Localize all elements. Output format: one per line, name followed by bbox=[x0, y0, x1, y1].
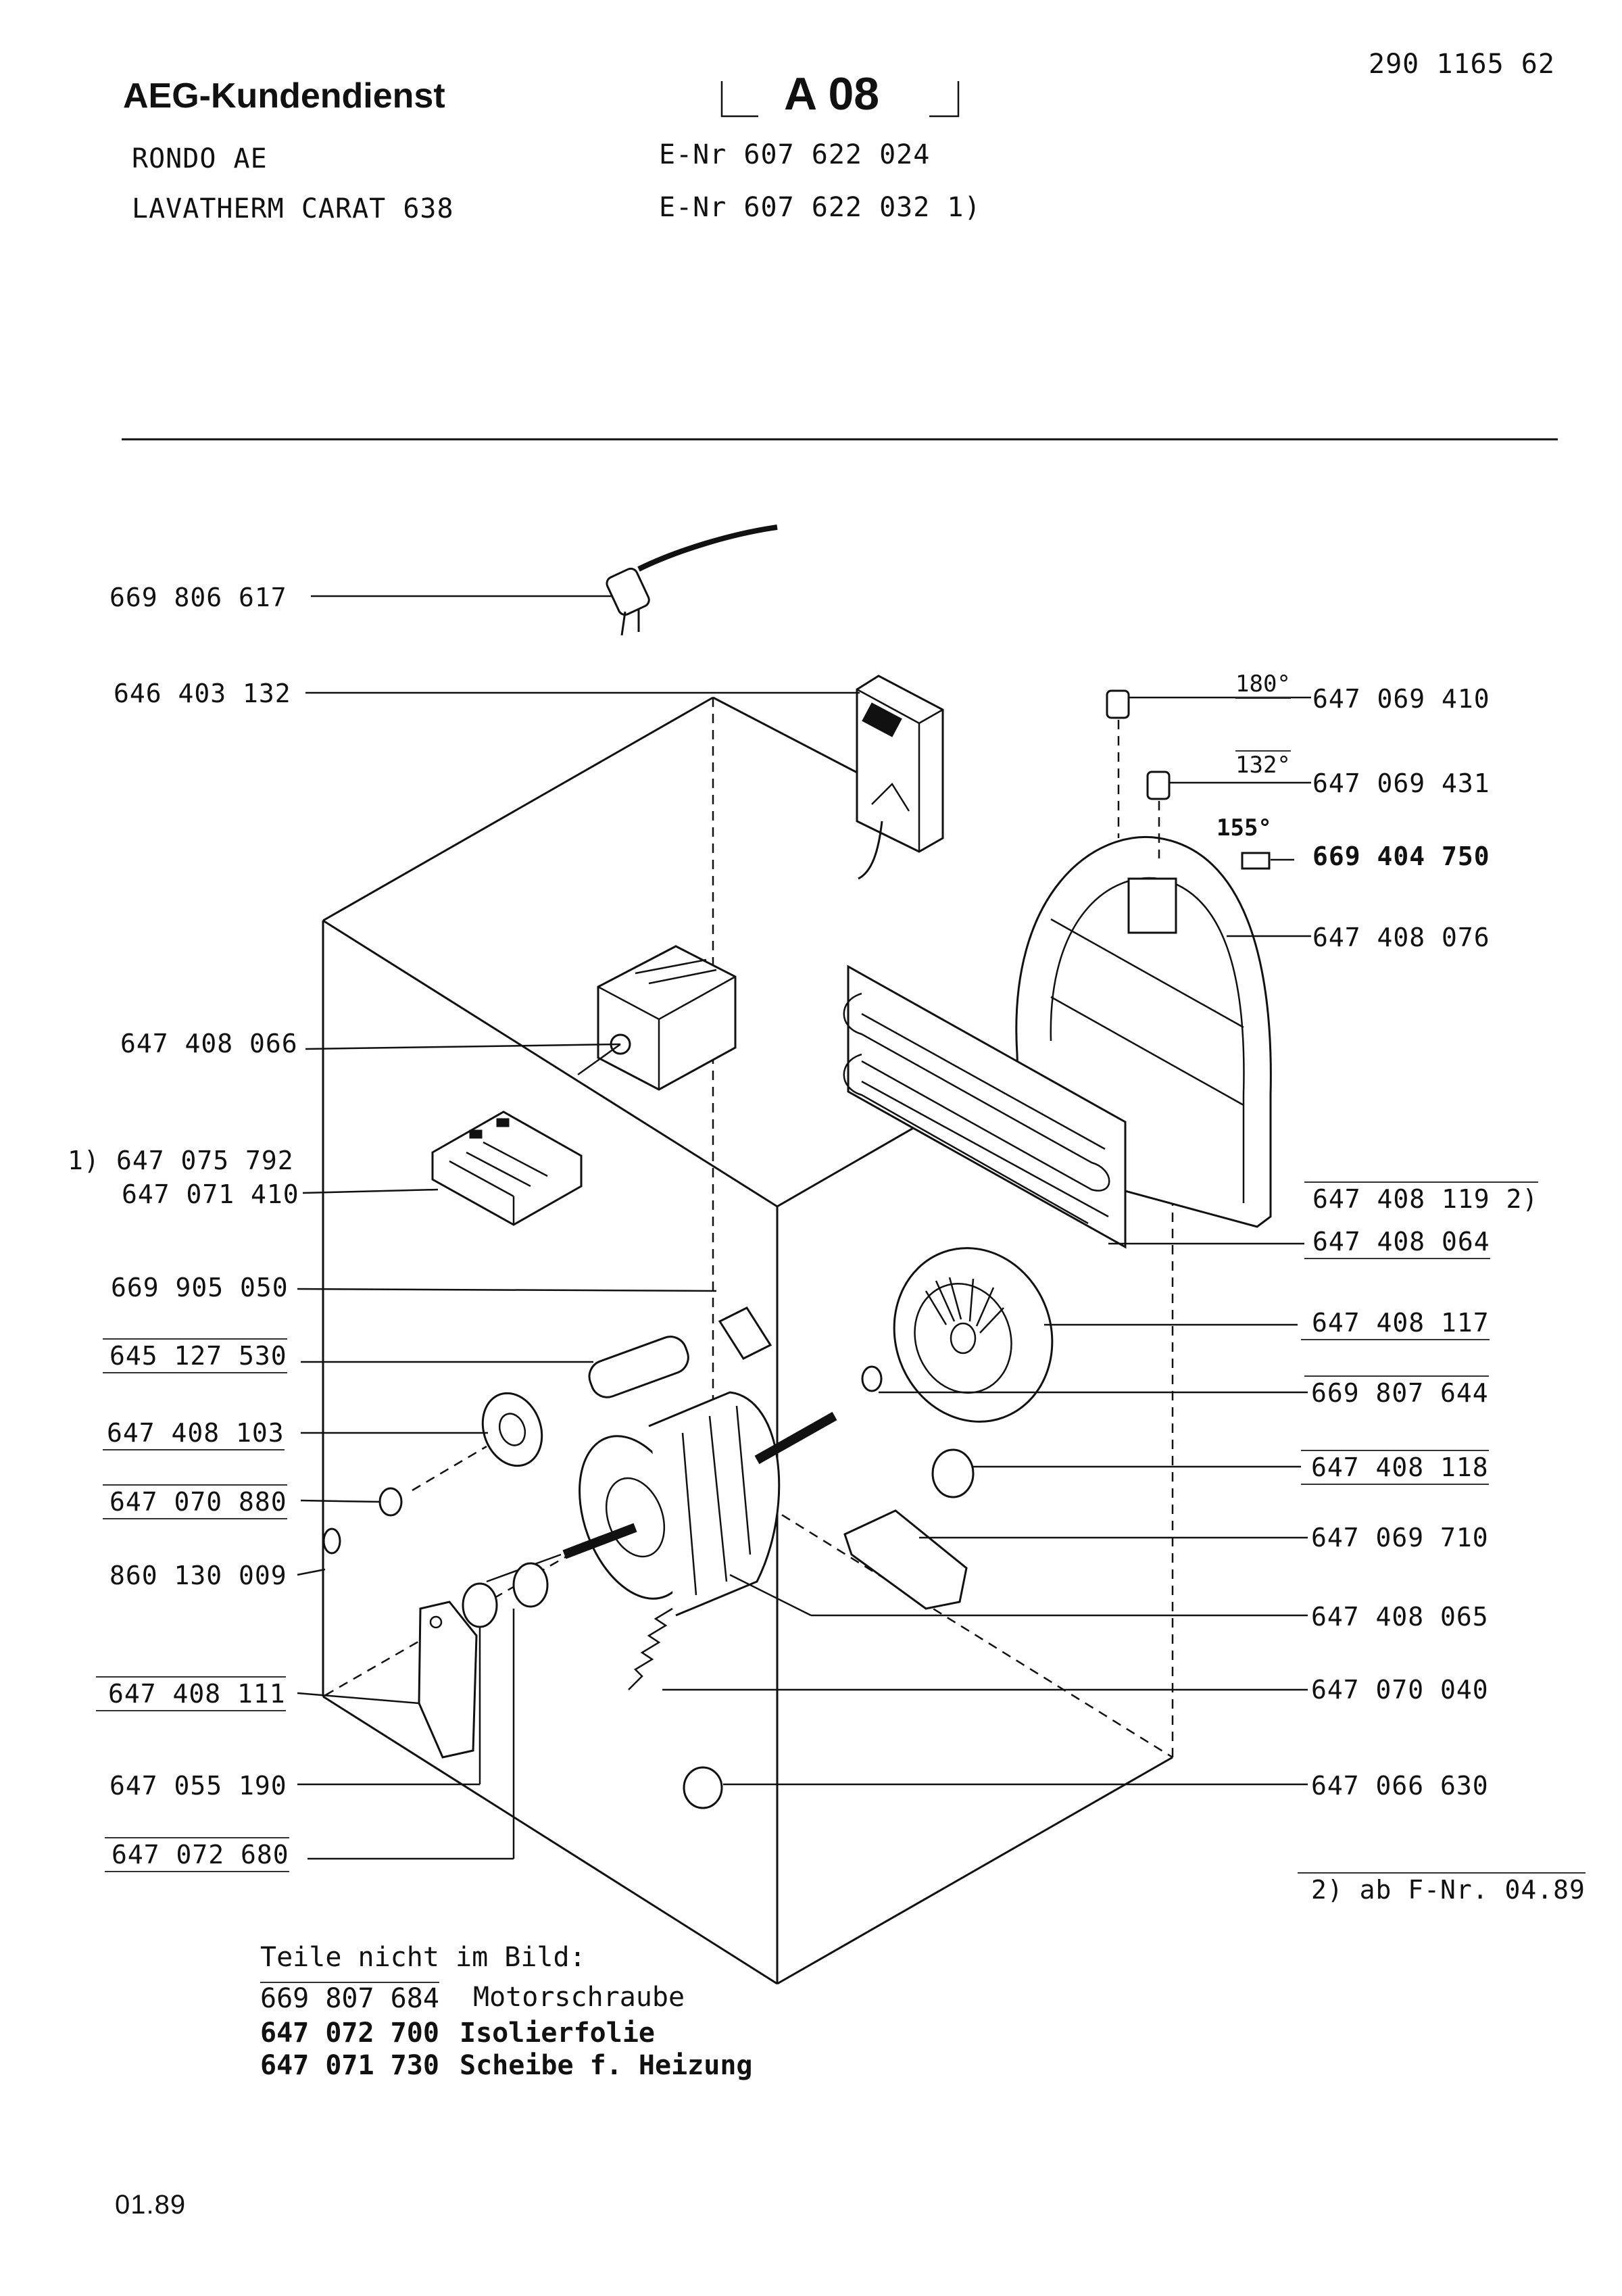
part-label: 669 905 050 bbox=[111, 1273, 289, 1302]
part-label: 669 806 617 bbox=[109, 583, 287, 612]
heater-element bbox=[843, 964, 1127, 1249]
belt-roller bbox=[683, 1766, 723, 1809]
part-label: 647 071 410 bbox=[122, 1179, 299, 1209]
part-label: 647 408 065 bbox=[1311, 1602, 1489, 1632]
part-label: 647 408 103 bbox=[103, 1418, 285, 1450]
enr-line-1: E-Nr 607 622 024 bbox=[659, 139, 931, 170]
part-label: 647 408 118 bbox=[1301, 1450, 1489, 1485]
leader-lines-left bbox=[297, 595, 860, 1860]
angle-label: 155° bbox=[1216, 814, 1272, 841]
not-shown-desc: Motorschraube bbox=[473, 1982, 685, 2013]
fan-wheel bbox=[893, 1247, 1054, 1423]
part-label: 647 408 117 bbox=[1301, 1308, 1490, 1340]
part-label: 647 069 431 bbox=[1312, 768, 1490, 798]
motor-mount-bracket bbox=[418, 1601, 478, 1759]
document-number: 290 1165 62 bbox=[1369, 49, 1555, 80]
part-label: 647 075 792 bbox=[116, 1146, 294, 1175]
tension-spring bbox=[628, 1607, 673, 1690]
angle-label: 180° bbox=[1235, 670, 1291, 699]
circlip-fan bbox=[861, 1365, 883, 1392]
lint-guide bbox=[843, 1509, 968, 1610]
mains-cable-plug bbox=[606, 524, 778, 636]
capacitor bbox=[588, 1336, 689, 1398]
brand-title: AEG-Kundendienst bbox=[123, 76, 445, 116]
thermostat-180 bbox=[1106, 689, 1130, 719]
part-label: 669 404 750 bbox=[1312, 841, 1490, 871]
part-label: 860 130 009 bbox=[109, 1561, 287, 1590]
part-label: 647 069 710 bbox=[1311, 1523, 1489, 1553]
sheet-bracket-left bbox=[720, 81, 758, 118]
not-shown-desc: Scheibe f. Heizung bbox=[460, 2050, 753, 2081]
issue-date: 01.89 bbox=[115, 2190, 187, 2220]
thermostat-155 bbox=[1241, 852, 1271, 870]
model-line-1: RONDO AE bbox=[132, 143, 268, 174]
part-label: 669 807 644 bbox=[1304, 1375, 1489, 1408]
thermostat-132 bbox=[1146, 771, 1171, 800]
switch-block bbox=[431, 1110, 583, 1226]
circlip bbox=[378, 1487, 403, 1517]
part-label: 647 408 076 bbox=[1312, 923, 1490, 952]
part-label: 646 403 132 bbox=[114, 679, 291, 708]
footnote-marker: 1) bbox=[68, 1146, 100, 1175]
part-label: 647 070 880 bbox=[103, 1484, 287, 1519]
footnote-2: 2) ab F-Nr. 04.89 bbox=[1298, 1872, 1586, 1905]
not-shown-number: 669 807 684 bbox=[260, 1982, 439, 2014]
not-shown-heading: Teile nicht im Bild: bbox=[260, 1942, 586, 1973]
part-label: 647 408 064 bbox=[1304, 1227, 1490, 1259]
not-shown-number: 647 071 730 bbox=[260, 2050, 439, 2081]
part-label: 647 408 119 2) bbox=[1304, 1181, 1539, 1214]
part-label: 647 066 630 bbox=[1311, 1771, 1489, 1801]
model-line-2: LAVATHERM CARAT 638 bbox=[132, 193, 454, 224]
washer bbox=[512, 1562, 549, 1608]
fan-hub bbox=[931, 1448, 975, 1498]
part-label: 647 069 410 bbox=[1312, 684, 1490, 714]
enr-line-2: E-Nr 607 622 032 1) bbox=[659, 192, 981, 223]
part-label: 647 055 190 bbox=[109, 1771, 287, 1801]
motor bbox=[486, 1391, 837, 1617]
leader-lines-right bbox=[662, 696, 1311, 1786]
part-label: 647 072 680 bbox=[105, 1837, 289, 1872]
sheet-id: A 08 bbox=[784, 68, 880, 120]
clip-860 bbox=[322, 1528, 341, 1555]
part-label: 647 070 040 bbox=[1311, 1675, 1489, 1705]
part-label: 645 127 530 bbox=[103, 1338, 287, 1373]
part-label: 647 408 066 bbox=[120, 1029, 298, 1058]
suppressor-filter bbox=[718, 1306, 772, 1360]
control-module bbox=[856, 675, 944, 880]
not-shown-number: 647 072 700 bbox=[260, 2018, 439, 2049]
not-shown-desc: Isolierfolie bbox=[460, 2018, 655, 2049]
sheet-bracket-right bbox=[929, 81, 960, 118]
pulley bbox=[481, 1392, 543, 1467]
part-label: 647 408 111 bbox=[96, 1676, 286, 1711]
timer-unit bbox=[577, 945, 737, 1091]
rubber-bush bbox=[462, 1582, 498, 1628]
angle-label: 132° bbox=[1235, 750, 1291, 779]
